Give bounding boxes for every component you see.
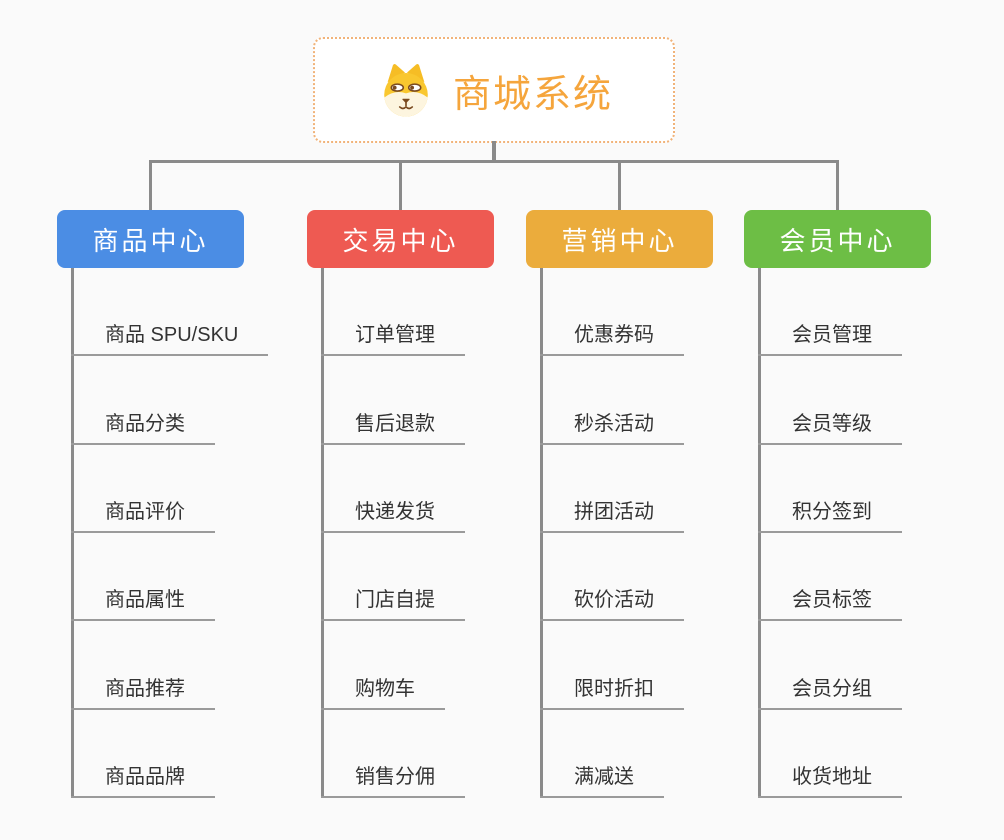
leaf-row: 会员管理 <box>744 268 1004 357</box>
branch-leaves: 订单管理售后退款快递发货门店自提购物车销售分佣 <box>307 268 567 798</box>
branch-connector-line <box>758 268 761 798</box>
leaf-node[interactable]: 销售分佣 <box>321 760 465 798</box>
leaf-node[interactable]: 秒杀活动 <box>540 407 684 445</box>
leaf-row: 购物车 <box>307 621 567 710</box>
leaf-row: 门店自提 <box>307 533 567 622</box>
leaf-row: 拼团活动 <box>526 445 786 533</box>
leaf-row: 优惠券码 <box>526 268 786 357</box>
leaf-row: 商品推荐 <box>57 621 317 710</box>
leaf-node[interactable]: 会员等级 <box>758 407 902 445</box>
connector-drop-branch-2 <box>399 160 402 210</box>
leaf-row: 砍价活动 <box>526 533 786 622</box>
branch-leaves: 优惠券码秒杀活动拼团活动砍价活动限时折扣满减送 <box>526 268 786 798</box>
leaf-node[interactable]: 积分签到 <box>758 495 902 533</box>
branch-connector-line <box>71 268 74 798</box>
leaf-node[interactable]: 会员标签 <box>758 583 902 622</box>
connector-drop-branch-3 <box>618 160 621 210</box>
branch-connector-line <box>321 268 324 798</box>
leaf-row: 售后退款 <box>307 356 567 445</box>
leaf-row: 会员分组 <box>744 621 1004 710</box>
leaf-node[interactable]: 拼团活动 <box>540 495 684 533</box>
root-connector-stub <box>492 141 496 162</box>
leaf-node[interactable]: 商品评价 <box>71 495 215 533</box>
root-node[interactable]: 商城系统 <box>313 37 675 143</box>
leaf-row: 满减送 <box>526 710 786 798</box>
leaf-node[interactable]: 商品分类 <box>71 407 215 445</box>
leaf-row: 秒杀活动 <box>526 356 786 445</box>
leaf-node[interactable]: 限时折扣 <box>540 672 684 710</box>
leaf-node[interactable]: 收货地址 <box>758 760 902 798</box>
leaf-row: 商品分类 <box>57 356 317 445</box>
leaf-row: 收货地址 <box>744 710 1004 798</box>
branch-header-4[interactable]: 会员中心 <box>744 210 931 268</box>
connector-drop-branch-1 <box>149 160 152 210</box>
branch-leaves: 商品 SPU/SKU 商品分类商品评价商品属性商品推荐商品品牌 <box>57 268 317 798</box>
leaf-node[interactable]: 快递发货 <box>321 495 465 533</box>
leaf-row: 积分签到 <box>744 445 1004 533</box>
connector-horizontal-line <box>149 160 839 163</box>
leaf-node[interactable]: 商品属性 <box>71 583 215 622</box>
branch-leaves: 会员管理会员等级积分签到会员标签会员分组收货地址 <box>744 268 1004 798</box>
leaf-row: 会员标签 <box>744 533 1004 622</box>
leaf-node[interactable]: 商品品牌 <box>71 760 215 798</box>
leaf-node[interactable]: 会员分组 <box>758 672 902 710</box>
branch-header-3[interactable]: 营销中心 <box>526 210 713 268</box>
branch-header-2[interactable]: 交易中心 <box>307 210 494 268</box>
dog-icon <box>375 59 437 121</box>
leaf-row: 商品 SPU/SKU <box>57 268 317 357</box>
leaf-node[interactable]: 订单管理 <box>321 318 465 357</box>
leaf-row: 销售分佣 <box>307 710 567 798</box>
leaf-node[interactable]: 会员管理 <box>758 318 902 357</box>
branch-column-1: 商品中心 商品 SPU/SKU 商品分类商品评价商品属性商品推荐商品品牌 <box>57 210 317 798</box>
branch-header-1[interactable]: 商品中心 <box>57 210 244 268</box>
leaf-row: 商品评价 <box>57 445 317 533</box>
leaf-node[interactable]: 售后退款 <box>321 407 465 445</box>
root-title: 商城系统 <box>452 73 613 116</box>
leaf-row: 会员等级 <box>744 356 1004 445</box>
branch-connector-line <box>540 268 543 798</box>
leaf-node[interactable]: 满减送 <box>540 760 664 798</box>
branch-column-4: 会员中心 会员管理会员等级积分签到会员标签会员分组收货地址 <box>744 210 1004 798</box>
leaf-row: 订单管理 <box>307 268 567 357</box>
leaf-row: 限时折扣 <box>526 621 786 710</box>
leaf-node[interactable]: 门店自提 <box>321 583 465 622</box>
leaf-row: 商品属性 <box>57 533 317 622</box>
branch-column-2: 交易中心 订单管理售后退款快递发货门店自提购物车销售分佣 <box>307 210 567 798</box>
leaf-row: 商品品牌 <box>57 710 317 798</box>
leaf-node[interactable]: 商品 SPU/SKU <box>71 318 269 357</box>
leaf-node[interactable]: 购物车 <box>321 672 445 710</box>
leaf-node[interactable]: 优惠券码 <box>540 318 684 357</box>
leaf-node[interactable]: 商品推荐 <box>71 672 215 710</box>
connector-drop-branch-4 <box>836 160 839 210</box>
leaf-node[interactable]: 砍价活动 <box>540 583 684 622</box>
branch-column-3: 营销中心 优惠券码秒杀活动拼团活动砍价活动限时折扣满减送 <box>526 210 786 798</box>
leaf-row: 快递发货 <box>307 445 567 533</box>
